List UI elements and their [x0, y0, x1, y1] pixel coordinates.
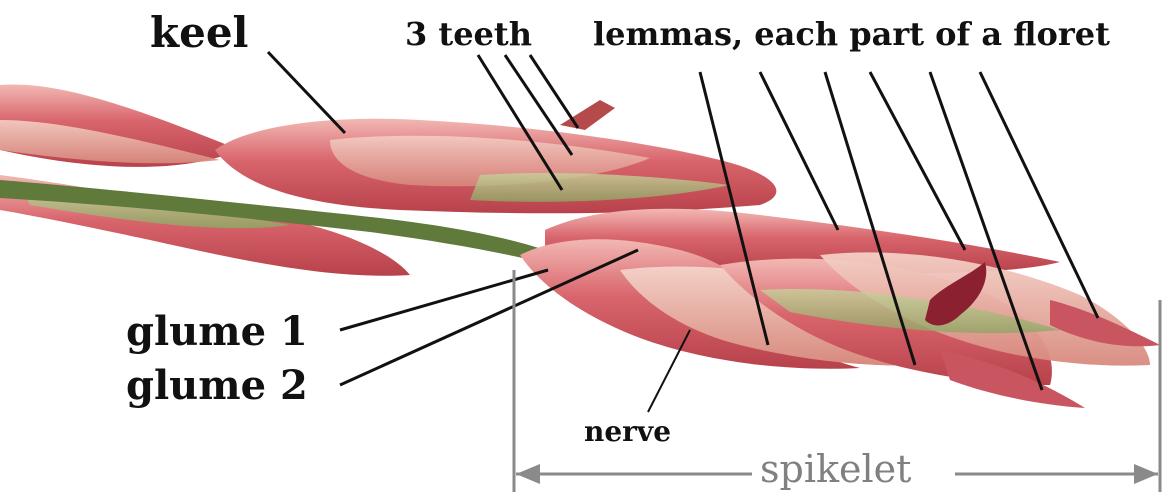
- bracket-left-arrowhead: [516, 464, 540, 484]
- leader-keel: [268, 52, 345, 133]
- label-3-teeth: 3 teeth: [405, 18, 532, 50]
- leader-glume-1: [340, 270, 548, 330]
- label-glume-1: glume 1: [126, 312, 308, 352]
- main-spikelet: [520, 209, 1160, 408]
- leader-tooth-3: [530, 55, 578, 128]
- upper-spikelet: [215, 100, 776, 213]
- label-glume-2: glume 2: [126, 366, 308, 406]
- label-spikelet: spikelet: [760, 450, 911, 488]
- label-keel: keel: [150, 12, 249, 54]
- leader-lemma-4: [870, 72, 965, 250]
- bracket-right-arrowhead: [1134, 464, 1158, 484]
- label-lemmas: lemmas, each part of a floret: [593, 18, 1110, 50]
- label-nerve: nerve: [584, 418, 671, 446]
- leader-lemma-2: [760, 72, 838, 230]
